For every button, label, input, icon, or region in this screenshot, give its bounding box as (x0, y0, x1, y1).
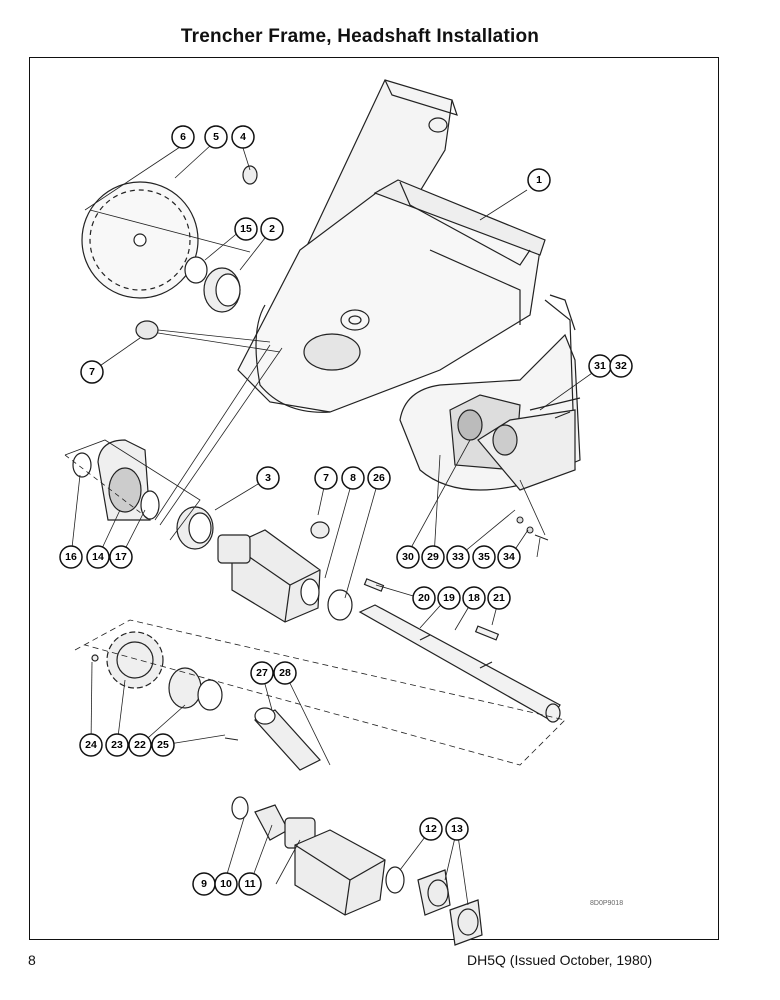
svg-text:25: 25 (157, 739, 169, 751)
lower-sprocket (74, 619, 566, 771)
svg-text:14: 14 (92, 551, 104, 563)
svg-text:9: 9 (201, 878, 207, 890)
page-number: 8 (28, 952, 36, 968)
svg-text:2: 2 (269, 223, 275, 235)
document-id: DH5Q (Issued October, 1980) (467, 952, 653, 968)
callout-10: 10 (214, 872, 238, 896)
svg-text:32: 32 (615, 360, 627, 372)
shaft-housing-upper (217, 521, 353, 623)
svg-text:20: 20 (418, 592, 430, 604)
callout-9: 9 (192, 872, 216, 896)
svg-text:23: 23 (111, 739, 123, 751)
callout-3: 3 (256, 466, 280, 490)
svg-text:3: 3 (265, 472, 271, 484)
headshaft (358, 578, 561, 723)
callout-1: 1 (527, 168, 551, 192)
bearing-3 (176, 506, 214, 550)
callout-33: 33 (446, 545, 470, 569)
svg-text:35: 35 (478, 551, 490, 563)
svg-text:30: 30 (402, 551, 414, 563)
bearing-plate (449, 394, 581, 491)
svg-text:26: 26 (373, 472, 385, 484)
svg-text:13: 13 (451, 823, 463, 835)
svg-text:33: 33 (452, 551, 464, 563)
svg-text:8: 8 (350, 472, 356, 484)
callout-20: 20 (412, 586, 436, 610)
callout-35: 35 (472, 545, 496, 569)
callout-17: 17 (109, 545, 133, 569)
callout-5: 5 (204, 125, 228, 149)
callout-18: 18 (462, 586, 486, 610)
callout-7-upper: 7 (80, 360, 104, 384)
svg-text:31: 31 (594, 360, 606, 372)
callout-26: 26 (367, 466, 391, 490)
assembly-lines (64, 344, 546, 541)
callout-4: 4 (231, 125, 255, 149)
callout-21: 21 (487, 586, 511, 610)
svg-text:21: 21 (493, 592, 505, 604)
svg-text:17: 17 (115, 551, 127, 563)
callout-27: 27 (250, 661, 274, 685)
large-sprocket (81, 181, 251, 299)
svg-text:10: 10 (220, 878, 232, 890)
callout-7-lower: 7 (314, 466, 338, 490)
callout-25: 25 (151, 733, 175, 757)
callout-13: 13 (445, 817, 469, 841)
shaft-housing-lower (231, 796, 483, 946)
svg-text:12: 12 (425, 823, 437, 835)
callout-30: 30 (396, 545, 420, 569)
svg-text:29: 29 (427, 551, 439, 563)
diagram-frame (29, 57, 719, 940)
callout-8: 8 (341, 466, 365, 490)
grease-fitting (135, 320, 281, 353)
hardware-bits (224, 411, 571, 741)
svg-text:19: 19 (443, 592, 455, 604)
callout-32: 32 (609, 354, 633, 378)
bearing-assembly-upper (184, 165, 258, 313)
bearing-housing-14 (72, 439, 160, 521)
callout-28: 28 (273, 661, 297, 685)
svg-text:7: 7 (89, 366, 95, 378)
svg-text:27: 27 (256, 667, 268, 679)
callout-31: 31 (588, 354, 612, 378)
callout-14: 14 (86, 545, 110, 569)
svg-text:5: 5 (213, 131, 219, 143)
svg-text:1: 1 (536, 174, 542, 186)
callout-34: 34 (497, 545, 521, 569)
callout-12: 12 (419, 817, 443, 841)
callout-2: 2 (260, 217, 284, 241)
svg-text:22: 22 (134, 739, 146, 751)
svg-text:15: 15 (240, 223, 252, 235)
svg-text:28: 28 (279, 667, 291, 679)
callout-11: 11 (238, 872, 262, 896)
callout-29: 29 (421, 545, 445, 569)
callout-16: 16 (59, 545, 83, 569)
svg-text:7: 7 (323, 472, 329, 484)
callout-24: 24 (79, 733, 103, 757)
svg-text:11: 11 (244, 878, 255, 890)
callout-6: 6 (171, 125, 195, 149)
svg-text:18: 18 (468, 592, 480, 604)
svg-text:6: 6 (180, 131, 186, 143)
svg-text:16: 16 (65, 551, 77, 563)
svg-text:34: 34 (503, 551, 515, 563)
callout-23: 23 (105, 733, 129, 757)
page-title: Trencher Frame, Headshaft Installation (180, 26, 540, 47)
svg-text:24: 24 (85, 739, 97, 751)
callout-15: 15 (234, 217, 258, 241)
callout-22: 22 (128, 733, 152, 757)
svg-text:4: 4 (240, 131, 246, 143)
drawing-code: 8D0P9018 (590, 900, 623, 907)
callout-19: 19 (437, 586, 461, 610)
